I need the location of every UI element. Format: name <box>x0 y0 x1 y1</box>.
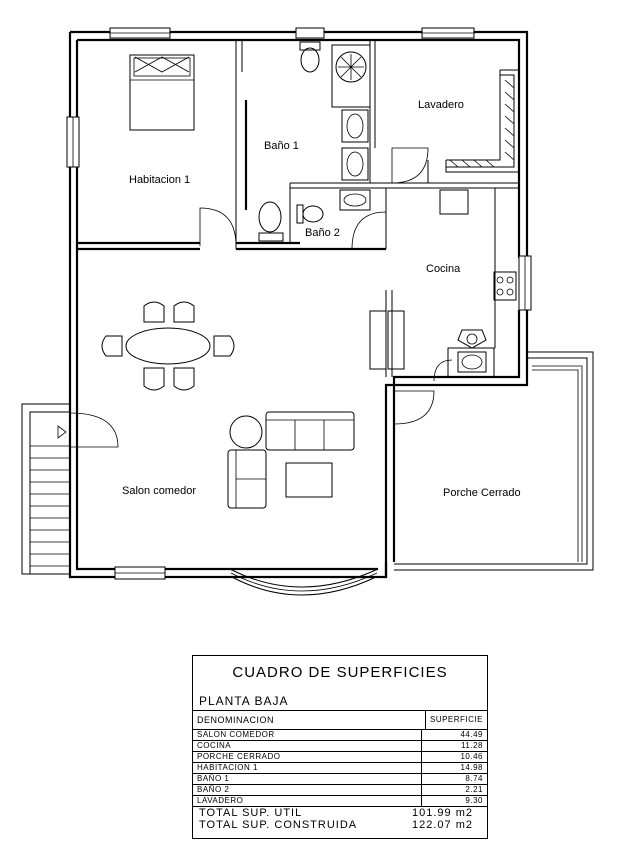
column-header-name: DENOMINACION <box>193 711 426 729</box>
total-construida-label: TOTAL SUP. CONSTRUIDA <box>199 819 358 831</box>
row-area: 8.74 <box>465 774 483 783</box>
row-area: 14.98 <box>460 763 483 772</box>
kitchen-fixtures <box>369 187 519 378</box>
surface-table-grid: DENOMINACION SUPERFICIE SALON COMEDOR 44… <box>193 710 487 831</box>
bay-window <box>229 568 379 596</box>
room-label-bano-1: Baño 1 <box>264 140 299 152</box>
row-name: COCINA <box>193 741 422 751</box>
room-labels: Habitacion 1 Baño 1 Baño 2 Lavadero Coci… <box>122 99 521 499</box>
table-row: PORCHE CERRADO 10.46 <box>193 752 487 763</box>
row-name: LAVADERO <box>193 796 422 806</box>
row-area: 11.28 <box>461 741 483 750</box>
row-name: HABITACION 1 <box>193 763 422 773</box>
porche-enclosure <box>394 351 594 571</box>
windows <box>66 27 532 580</box>
stairs <box>21 403 71 575</box>
room-label-salon: Salon comedor <box>122 485 196 497</box>
row-name: SALON COMEDOR <box>193 730 422 740</box>
table-row: SALON COMEDOR 44.49 <box>193 730 487 741</box>
table-row: BAÑO 1 8.74 <box>193 774 487 785</box>
surface-table-subtitle: PLANTA BAJA <box>199 694 289 708</box>
total-util-value: 101.99 m2 <box>412 807 473 819</box>
laundry-shelves <box>445 69 520 173</box>
room-label-lavadero: Lavadero <box>418 99 464 111</box>
room-label-habitacion: Habitacion 1 <box>129 174 190 186</box>
living-set <box>227 411 355 509</box>
table-row: COCINA 11.28 <box>193 741 487 752</box>
row-name: BAÑO 2 <box>193 785 422 795</box>
table-header-row: DENOMINACION SUPERFICIE <box>193 711 487 730</box>
room-label-porche: Porche Cerrado <box>443 487 521 499</box>
bathroom-1-fixtures <box>299 41 371 181</box>
interior-walls <box>77 40 520 377</box>
row-area: 44.49 <box>460 730 483 739</box>
bathroom-2-fixtures <box>258 189 371 242</box>
room-label-bano-2: Baño 2 <box>305 227 340 239</box>
dining-set <box>101 301 235 391</box>
total-util-label: TOTAL SUP. UTIL <box>199 807 303 819</box>
surface-table: CUADRO DE SUPERFICIES PLANTA BAJA DENOMI… <box>192 655 488 839</box>
room-label-cocina: Cocina <box>426 263 461 275</box>
row-name: PORCHE CERRADO <box>193 752 422 762</box>
row-area: 9.30 <box>465 796 483 805</box>
doors <box>69 147 453 448</box>
total-construida-row: TOTAL SUP. CONSTRUIDA 122.07 m2 <box>193 819 487 831</box>
row-name: BAÑO 1 <box>193 774 422 784</box>
table-row: BAÑO 2 2.21 <box>193 785 487 796</box>
surface-table-title: CUADRO DE SUPERFICIES <box>232 664 448 681</box>
total-construida-value: 122.07 m2 <box>412 819 473 831</box>
floor-plan: Habitacion 1 Baño 1 Baño 2 Lavadero Coci… <box>21 27 594 596</box>
column-header-area: SUPERFICIE <box>429 715 483 724</box>
table-row: LAVADERO 9.30 <box>193 796 487 807</box>
total-util-row: TOTAL SUP. UTIL 101.99 m2 <box>193 807 487 819</box>
table-row: HABITACION 1 14.98 <box>193 763 487 774</box>
row-area: 2.21 <box>465 785 483 794</box>
row-area: 10.46 <box>460 752 483 761</box>
bed <box>129 54 195 131</box>
